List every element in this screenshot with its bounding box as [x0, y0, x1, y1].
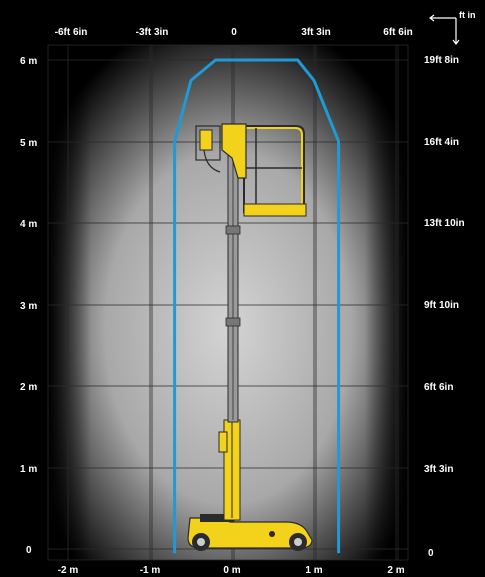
right-label-0: 0	[428, 548, 434, 559]
bottom-label-neg-2m: -2 m	[58, 565, 79, 576]
lift-rear-wheel-hub	[197, 538, 205, 546]
left-label-5m: 5 m	[20, 138, 37, 149]
left-label-4m: 4 m	[20, 219, 37, 230]
left-label-0: 0	[26, 545, 32, 556]
lift-control-box	[195, 125, 221, 161]
bottom-label-neg-1m: -1 m	[140, 565, 161, 576]
left-label-2m: 2 m	[20, 382, 37, 393]
left-label-1m: 1 m	[20, 464, 37, 475]
top-label-neg-6ft6in: -6ft 6in	[55, 27, 88, 38]
top-label-neg-3ft3in: -3ft 3in	[136, 27, 169, 38]
right-label-16ft4in: 16ft 4in	[424, 137, 459, 148]
lift-mast-joint-1	[225, 317, 241, 327]
lift-carriage	[221, 123, 247, 179]
bottom-label-2m: 2 m	[387, 565, 404, 576]
lift-cable-icon	[203, 149, 221, 173]
bottom-label-0m: 0 m	[223, 565, 240, 576]
lift-caster	[269, 531, 275, 537]
right-label-3ft3in: 3ft 3in	[424, 464, 453, 475]
lift-mast-joint-2	[225, 225, 241, 235]
lift-control-panel	[199, 129, 213, 151]
lift-platform-rail-yellow	[246, 127, 303, 211]
vertical-mast-lift	[187, 123, 313, 551]
unit-legend-label: ft in	[459, 10, 476, 20]
unit-legend-arrows-icon	[429, 14, 460, 45]
top-label-6ft6in: 6ft 6in	[383, 27, 412, 38]
lift-front-wheel-hub	[294, 538, 302, 546]
lift-platform-floor	[243, 203, 307, 217]
lift-platform-rail	[243, 125, 305, 213]
lift-lower-mast-box	[218, 431, 228, 453]
lift-chassis-base	[200, 514, 234, 522]
unit-legend: ft in	[429, 10, 476, 45]
top-label-0: 0	[231, 27, 237, 38]
top-label-3ft3in: 3ft 3in	[301, 27, 330, 38]
right-label-6ft6in: 6ft 6in	[424, 382, 453, 393]
right-label-9ft10in: 9ft 10in	[424, 300, 459, 311]
left-label-6m: 6 m	[20, 56, 37, 67]
right-label-13ft10in: 13ft 10in	[424, 218, 465, 229]
working-envelope-outline	[173, 58, 341, 554]
lift-chassis	[187, 517, 313, 549]
right-label-19ft8in: 19ft 8in	[424, 55, 459, 66]
bottom-label-1m: 1 m	[305, 565, 322, 576]
left-label-3m: 3 m	[20, 301, 37, 312]
